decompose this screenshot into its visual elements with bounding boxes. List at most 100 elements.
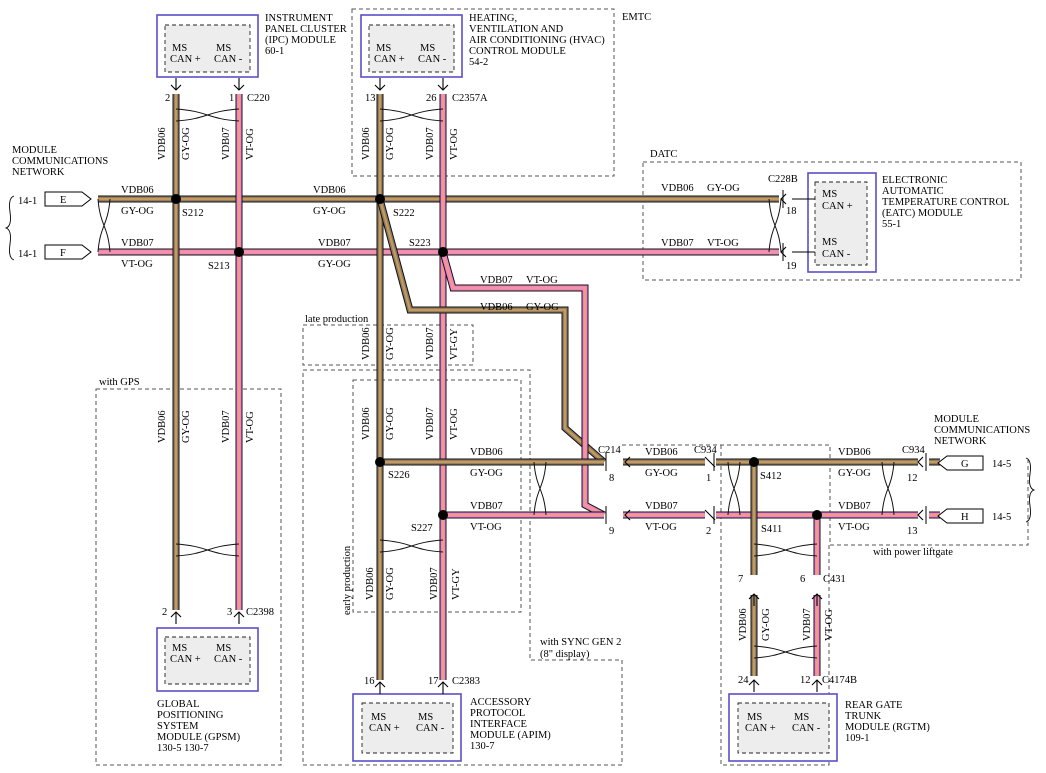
eatc-module: MS CAN + MS CAN - ELECTRONIC AUTOMATIC T… — [807, 172, 1009, 273]
rgtm-pin-a2: CAN + — [745, 723, 776, 734]
wl-h26: GY-OG — [838, 468, 871, 479]
apim-name-4: MODULE (APIM) — [470, 730, 551, 741]
rgtm-pin-a: MS — [747, 712, 762, 723]
splice-dot-s226 — [375, 457, 385, 467]
ipc-module: MS CAN + MS CAN - INSTRUMENT PANEL CLUST… — [156, 13, 347, 78]
conn-sym-c934b-a — [917, 456, 924, 468]
apim-name-5: 130-7 — [470, 741, 495, 752]
brace-left — [4, 195, 15, 261]
wl-v27: VDB07 — [802, 608, 813, 641]
region-label-sync-2: (8" display) — [540, 649, 590, 660]
conn-sym-c934b-b — [917, 509, 924, 521]
pin-eatc-a: 18 — [786, 206, 797, 217]
apim-name-1: ACCESSORY — [470, 697, 532, 708]
wl-v3: VDB07 — [221, 127, 232, 160]
gpsm-pin-a: MS — [172, 643, 187, 654]
hvac-pin-b: MS — [420, 43, 435, 54]
splice-dot-s412 — [749, 457, 759, 467]
connector-symbols — [170, 78, 927, 694]
hvac-name-4: CONTROL MODULE — [469, 46, 566, 57]
conn-sym-c214-a — [624, 456, 631, 468]
rgtm-module: MS CAN + MS CAN - REAR GATE TRUNK MODULE… — [728, 693, 930, 762]
connector-labels: 2 1 C220 13 26 C2357A C228B 18 19 2 3 C2… — [162, 93, 926, 687]
ipc-name-2: PANEL CLUSTER — [265, 24, 347, 35]
eatc-name-5: 55-1 — [882, 219, 901, 230]
gpsm-name-1: GLOBAL — [157, 699, 200, 710]
hvac-pin-a: MS — [376, 43, 391, 54]
rgtm-name-2: TRUNK — [845, 711, 882, 722]
splice-dot-s213 — [234, 247, 244, 257]
wl-h7: VDB07 — [121, 238, 154, 249]
pin-c934a-b: 2 — [706, 526, 711, 537]
net-right-title-2: COMMUNICATIONS — [934, 425, 1030, 436]
pin-c934b-b: 13 — [907, 526, 918, 537]
gpsm-pin-b2: CAN - — [214, 654, 243, 665]
wl-v19: VDB07 — [221, 410, 232, 443]
eatc-pin-a: MS — [822, 189, 837, 200]
rgtm-name-3: MODULE (RGTM) — [845, 722, 930, 733]
conn-c934-a: C934 — [694, 445, 718, 456]
wl-h14: VT-OG — [526, 275, 558, 286]
wl-v20: VT-OG — [245, 411, 256, 443]
net-left-title-1: MODULE — [12, 145, 57, 156]
net-right-title-3: NETWORK — [934, 436, 987, 447]
wl-v6: GY-OG — [385, 127, 396, 160]
twist-hvac — [379, 108, 444, 122]
wl-v17: VDB06 — [157, 410, 168, 443]
wl-h1: VDB06 — [121, 185, 154, 196]
wl-v25: VDB06 — [738, 608, 749, 641]
brace-right — [1025, 457, 1036, 523]
conn-c228b: C228B — [768, 174, 798, 185]
splice-s222: S222 — [393, 208, 415, 219]
splice-s226: S226 — [388, 470, 410, 481]
apim-pin-a2: CAN + — [369, 723, 400, 734]
arrow-e-label: E — [60, 195, 66, 206]
ipc-pin-b: MS — [216, 43, 231, 54]
conn-c2398: C2398 — [246, 607, 274, 618]
wl-h16: GY-OG — [526, 302, 559, 313]
wl-v15: VDB07 — [425, 407, 436, 440]
hvac-name-2: VENTILATION AND — [469, 24, 564, 35]
wl-v5: VDB06 — [361, 127, 372, 160]
hvac-pin-a2: CAN + — [374, 54, 405, 65]
twist-rgtm-upper — [753, 543, 818, 557]
wl-h13: VDB07 — [480, 275, 513, 286]
hvac-name-5: 54-2 — [469, 57, 488, 68]
pin-hvac-a: 13 — [365, 93, 376, 104]
twist-c934 — [727, 461, 741, 516]
pin-c431-b: 6 — [800, 574, 805, 585]
conn-c214: C214 — [598, 445, 622, 456]
pin-c431-a: 7 — [738, 574, 743, 585]
region-label-late-production: late production — [305, 314, 369, 325]
wl-h27: VDB07 — [838, 501, 871, 512]
wl-v24: VT-GY — [451, 568, 462, 600]
splice-dot-s411 — [812, 510, 822, 520]
wl-h11: VDB07 — [661, 238, 694, 249]
wl-v8: VT-OG — [449, 128, 460, 160]
eatc-pin-a2: CAN + — [822, 201, 853, 212]
wl-v16: VT-OG — [449, 408, 460, 440]
gpsm-pin-a2: CAN + — [170, 654, 201, 665]
hvac-name-1: HEATING, — [469, 13, 517, 24]
region-label-emtc: EMTC — [622, 12, 651, 23]
conn-sym-eatc-b — [780, 246, 787, 258]
arrow-h-icon — [937, 508, 984, 524]
ref-h: 14-5 — [992, 512, 1011, 523]
ipc-pin-a2: CAN + — [170, 54, 201, 65]
network-left: MODULE COMMUNICATIONS NETWORK 14-1 14-1 … — [4, 145, 108, 261]
ref-e: 14-1 — [18, 196, 37, 207]
wl-v22: GY-OG — [385, 567, 396, 600]
twist-eatc — [768, 198, 782, 253]
wl-v26: GY-OG — [761, 608, 772, 641]
pin-gps-a: 2 — [162, 607, 167, 618]
wl-v23: VDB07 — [429, 567, 440, 600]
conn-sym-c431-b-lower — [811, 593, 823, 606]
ipc-name-4: 60-1 — [265, 46, 284, 57]
wl-v13: VDB06 — [361, 407, 372, 440]
conn-sym-gps-b — [233, 611, 245, 624]
wl-h15: VDB06 — [480, 302, 513, 313]
wl-h3: VDB06 — [313, 185, 346, 196]
twist-c214 — [533, 461, 547, 516]
pin-apim-b: 17 — [428, 676, 439, 687]
hvac-name-3: AIR CONDITIONING (HVAC) — [469, 35, 605, 46]
